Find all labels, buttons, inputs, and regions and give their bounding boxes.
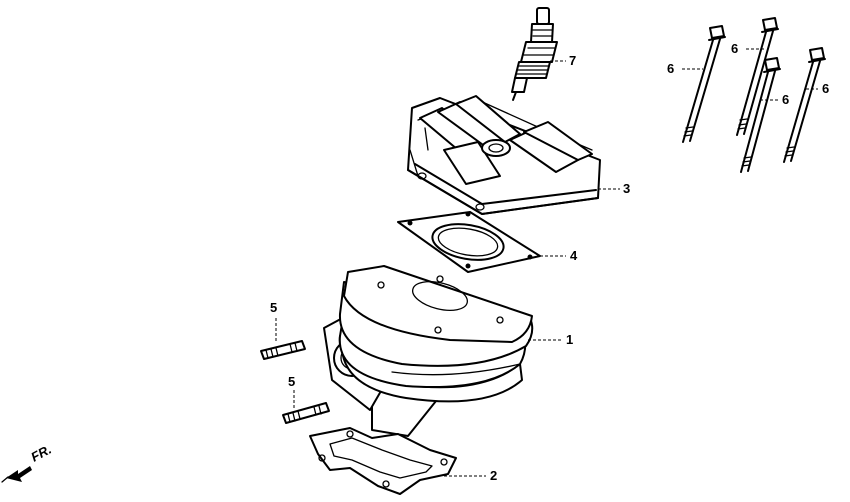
callout-stud-lower: 5 bbox=[288, 374, 295, 389]
callout-bolt-c: 6 bbox=[782, 92, 789, 107]
front-label: FR. bbox=[28, 442, 54, 465]
bolt-d bbox=[783, 47, 826, 163]
callout-head-gasket: 4 bbox=[570, 248, 578, 263]
spark-plug bbox=[511, 7, 558, 101]
bolt-b bbox=[736, 17, 779, 136]
callout-cylinder: 1 bbox=[566, 332, 573, 347]
callout-cylinder-head: 3 bbox=[623, 181, 630, 196]
front-arrow-icon bbox=[1, 466, 32, 483]
stud-lower bbox=[282, 402, 330, 424]
callout-spark-plug: 7 bbox=[569, 53, 576, 68]
cylinder bbox=[323, 265, 534, 437]
callout-bolt-a: 6 bbox=[667, 61, 674, 76]
callout-stud-upper: 5 bbox=[270, 300, 277, 315]
callout-base-gasket: 2 bbox=[490, 468, 497, 483]
cylinder-head bbox=[407, 95, 601, 215]
callout-bolt-d: 6 bbox=[822, 81, 829, 96]
callout-bolt-b: 6 bbox=[731, 41, 738, 56]
bolt-c bbox=[740, 57, 781, 173]
base-gasket bbox=[309, 427, 457, 495]
bolt-a bbox=[682, 25, 726, 143]
head-gasket bbox=[397, 211, 541, 273]
stud-upper bbox=[260, 340, 306, 360]
